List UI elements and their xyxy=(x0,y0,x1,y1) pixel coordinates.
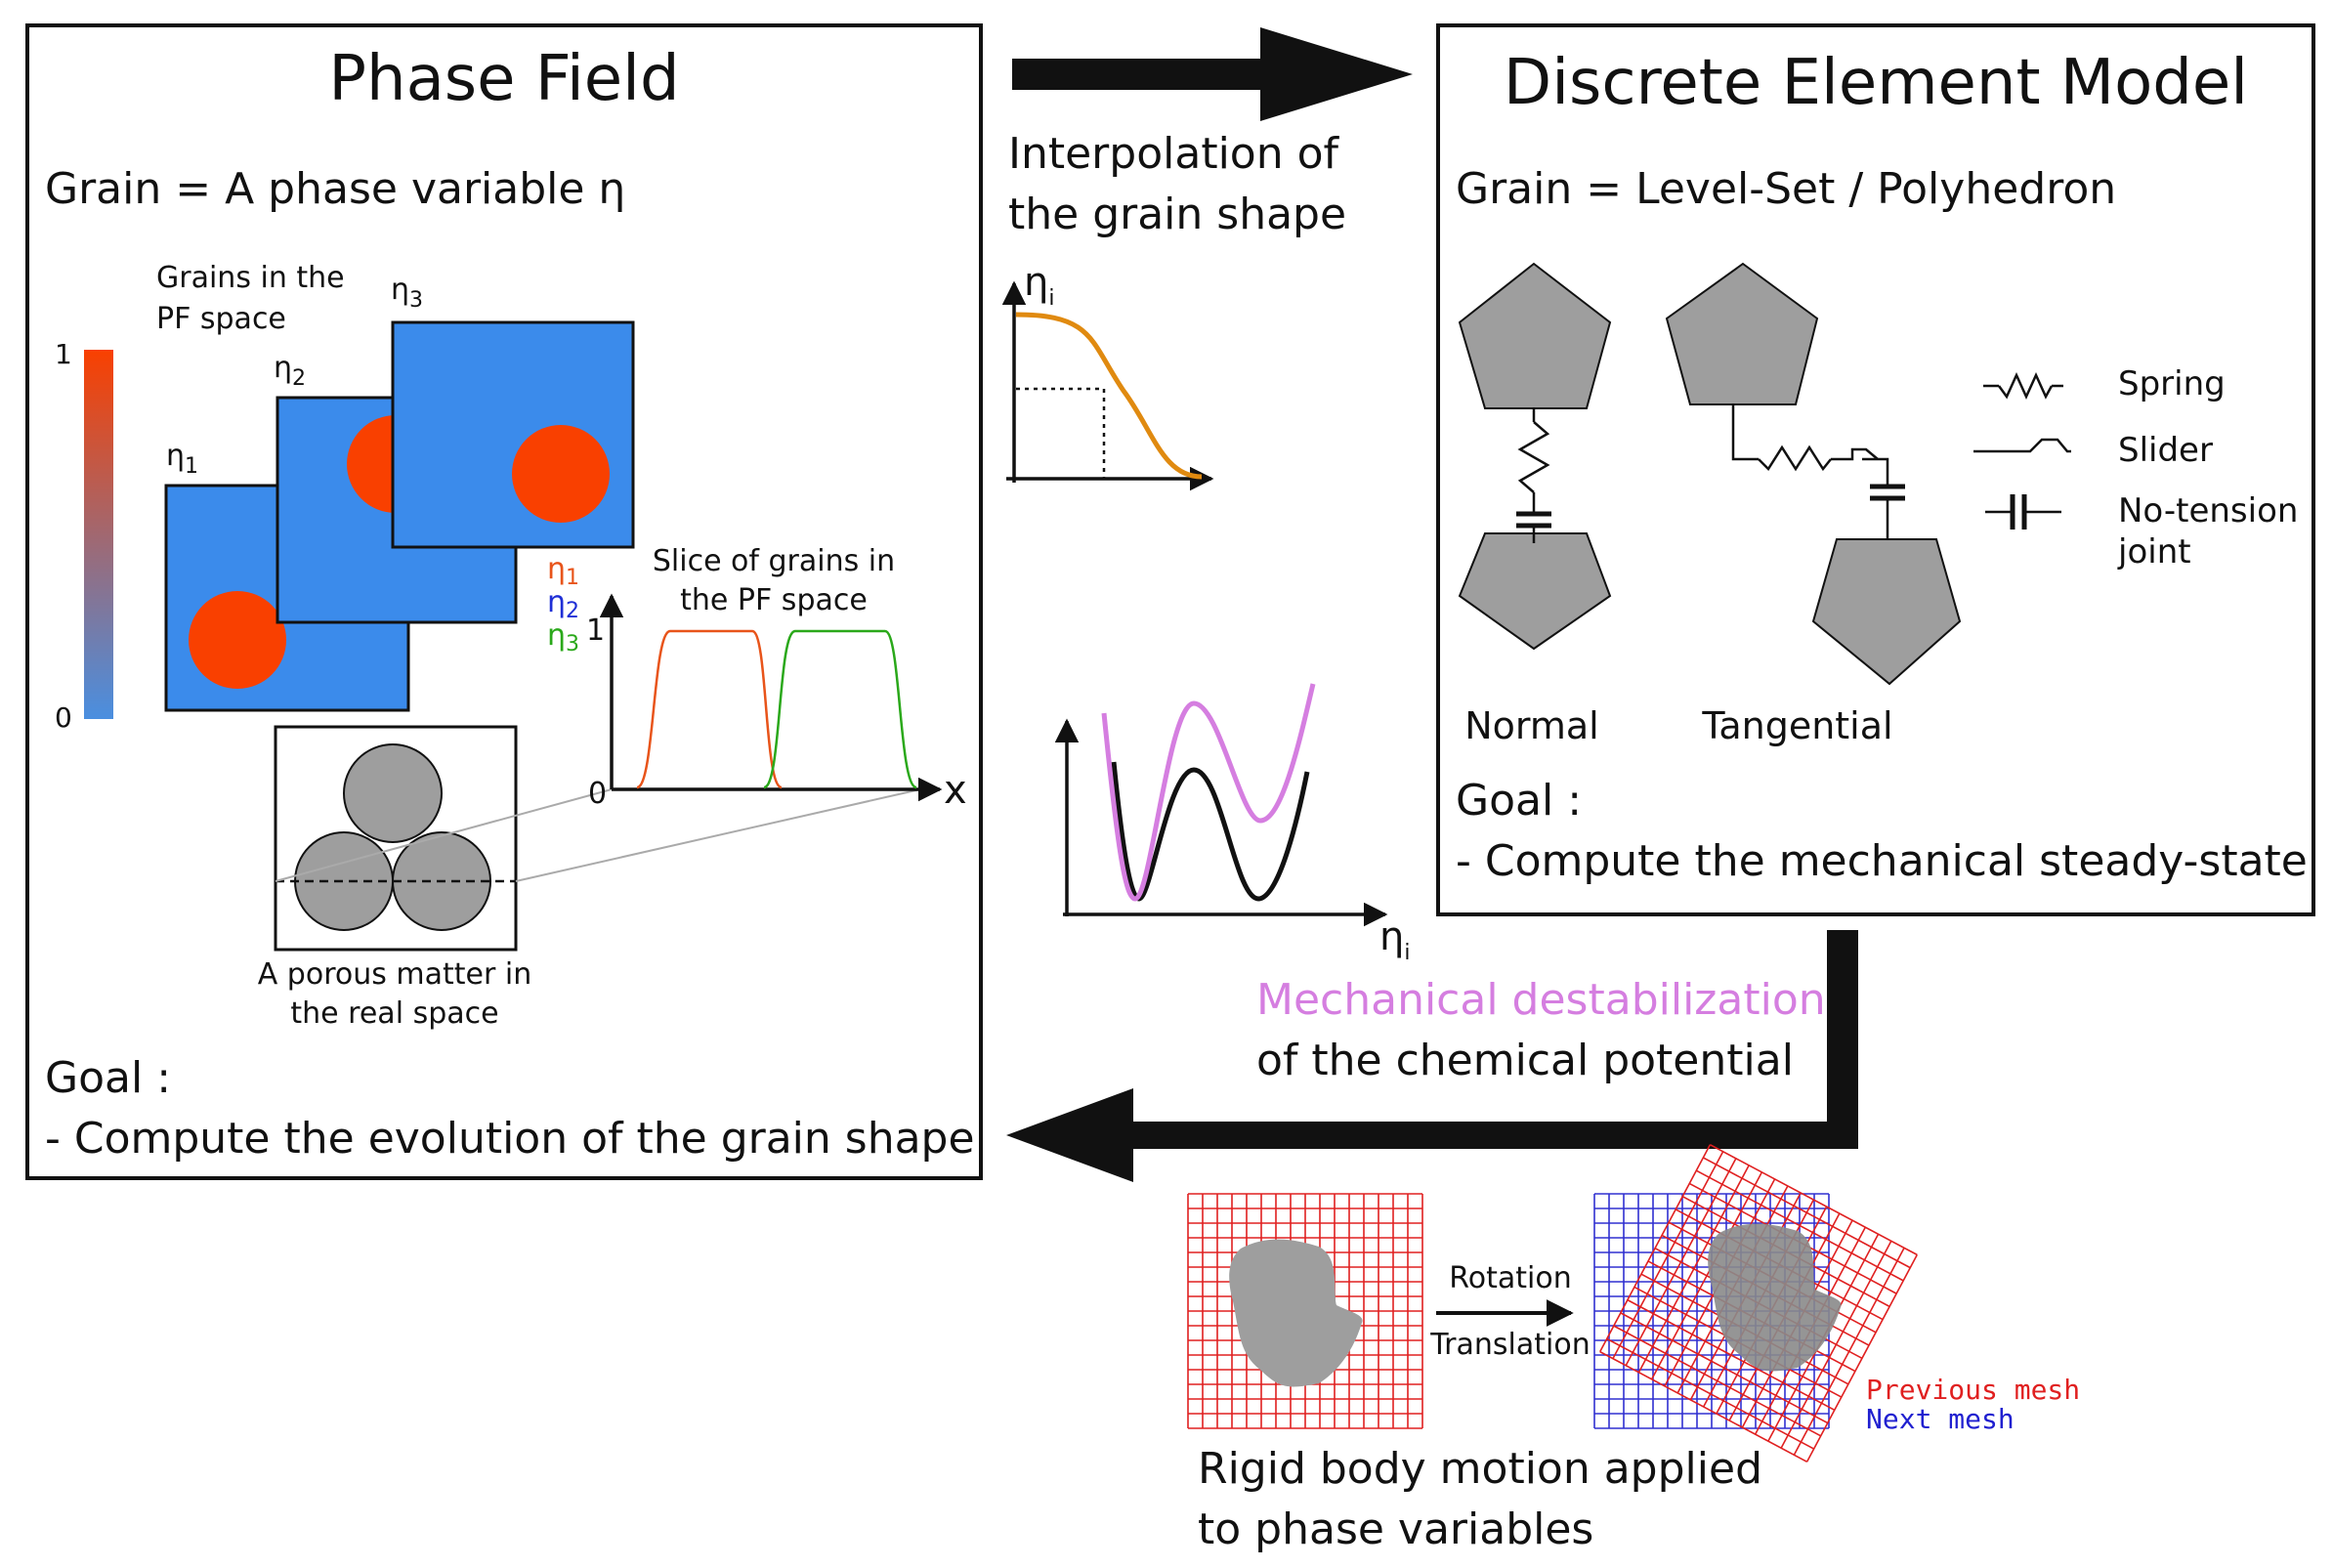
slice-label-line2: the PF space xyxy=(680,583,868,617)
mesh-line xyxy=(1620,1312,1829,1424)
slice-legend-eta1: η1 xyxy=(547,552,579,590)
pf-to-dem-arrow xyxy=(1012,27,1413,121)
rigid-body-motion: Rotation Translation Previous mesh Next … xyxy=(1187,1144,2080,1554)
eta2-label: η2 xyxy=(274,351,306,391)
tangential-label: Tangential xyxy=(1701,704,1892,747)
contact-legend: Spring Slider No-tension joint xyxy=(1973,364,2298,572)
pf-grain-1 xyxy=(189,591,286,689)
translation-label: Translation xyxy=(1429,1328,1590,1362)
mesh-line xyxy=(1606,1337,1815,1450)
pf-square-3 xyxy=(391,320,635,549)
legend-spring-label: Spring xyxy=(2118,364,2226,403)
interp-curve xyxy=(1015,312,1203,480)
legend-joint-symbol xyxy=(1985,494,2061,530)
next-mesh-label: Next mesh xyxy=(1866,1403,2015,1435)
colorbar xyxy=(84,350,113,719)
mesh-line xyxy=(1599,1350,1807,1462)
mesh-line xyxy=(1613,1325,1822,1437)
tangential-contact xyxy=(1665,262,1962,686)
colorbar-min-label: 0 xyxy=(55,701,72,734)
mesh-line xyxy=(1793,1247,1905,1456)
return-arrow-shape xyxy=(1006,930,1858,1182)
dem-to-pf-arrow xyxy=(1006,930,1858,1182)
rigid-caption-line2: to phase variables xyxy=(1198,1504,1593,1554)
previous-mesh-rotated xyxy=(1599,1144,1918,1462)
tangential-grain-top xyxy=(1665,262,1819,405)
normal-spring xyxy=(1517,421,1550,493)
potential-curve-chemical xyxy=(1111,761,1310,902)
dem-goal-title: Goal : xyxy=(1456,776,1582,826)
slice-y-max: 1 xyxy=(586,614,605,648)
legend-spring-symbol xyxy=(1983,371,2063,401)
eta3-label: η3 xyxy=(391,273,423,313)
tangential-spring xyxy=(1758,445,1832,472)
porous-grain-top xyxy=(343,743,443,843)
interpolation-plot: ηi xyxy=(1001,260,1214,491)
eta1-label: η1 xyxy=(166,439,198,479)
interpolation-label-line1: Interpolation of xyxy=(1008,129,1340,179)
colorbar-max-label: 1 xyxy=(55,338,72,370)
potential-curve-mechanical xyxy=(1101,683,1316,902)
pf-goal-text: - Compute the evolution of the grain sha… xyxy=(45,1114,975,1164)
tangential-slider xyxy=(1831,447,1879,461)
rigid-caption-line1: Rigid body motion applied xyxy=(1198,1444,1762,1494)
chemical-potential-label: of the chemical potential xyxy=(1256,1036,1794,1085)
interpolation-label-line2: the grain shape xyxy=(1008,190,1346,239)
dem-panel: Discrete Element Model Grain = Level-Set… xyxy=(1436,23,2315,916)
grain-before-motion xyxy=(1229,1239,1363,1387)
normal-contact xyxy=(1458,262,1612,651)
dem-goal-text: - Compute the mechanical steady-state xyxy=(1456,836,2308,886)
slice-legend-eta3: η3 xyxy=(547,618,579,657)
rotation-label: Rotation xyxy=(1449,1261,1571,1295)
phase-field-grain-def: Grain = A phase variable η xyxy=(45,164,625,214)
previous-mesh-label: Previous mesh xyxy=(1866,1374,2080,1406)
legend-joint-label-2: joint xyxy=(2117,532,2191,572)
potential-plot: ηi xyxy=(1054,683,1410,965)
porous-label-line1: A porous matter in xyxy=(258,957,531,992)
slice-x-label: x xyxy=(944,768,967,813)
normal-grain-top xyxy=(1458,262,1612,409)
dem-title: Discrete Element Model xyxy=(1504,47,2248,119)
grain-after-motion xyxy=(1708,1223,1842,1372)
slice-label-line1: Slice of grains in xyxy=(653,544,895,578)
normal-label: Normal xyxy=(1464,704,1599,747)
legend-slider-symbol xyxy=(1973,438,2071,453)
pf-square-eta3 xyxy=(391,320,635,549)
projection-line-right xyxy=(515,788,921,882)
potential-x-label: ηi xyxy=(1379,914,1410,965)
mesh-line xyxy=(1805,1254,1918,1462)
pf-grain-3 xyxy=(512,425,610,523)
top-arrow-shape xyxy=(1012,27,1413,121)
slice-legend-eta2: η2 xyxy=(547,585,579,623)
dem-grain-def: Grain = Level-Set / Polyhedron xyxy=(1456,164,2116,214)
grains-pf-label-line1: Grains in the xyxy=(156,261,345,295)
slice-curve-eta3 xyxy=(763,629,917,789)
pf-goal-title: Goal : xyxy=(45,1053,171,1103)
phase-field-panel: Phase Field Grain = A phase variable η 1… xyxy=(25,23,983,1180)
legend-slider-label: Slider xyxy=(2118,431,2213,470)
interp-y-label: ηi xyxy=(1024,260,1054,311)
slice-curve-eta1 xyxy=(636,629,783,789)
phase-field-title: Phase Field xyxy=(328,43,679,115)
porous-label-line2: the real space xyxy=(290,996,498,1031)
dem-box xyxy=(1436,23,2315,916)
legend-joint-label-1: No-tension xyxy=(2118,491,2298,530)
slice-origin: 0 xyxy=(588,777,607,811)
mech-destabilization-label: Mechanical destabilization xyxy=(1256,975,1826,1025)
mesh-line xyxy=(1780,1240,1892,1449)
projection-line-left xyxy=(275,788,613,882)
grains-pf-label-line2: PF space xyxy=(156,302,286,336)
mesh-line xyxy=(1627,1298,1836,1412)
normal-grain-bottom xyxy=(1458,532,1612,651)
